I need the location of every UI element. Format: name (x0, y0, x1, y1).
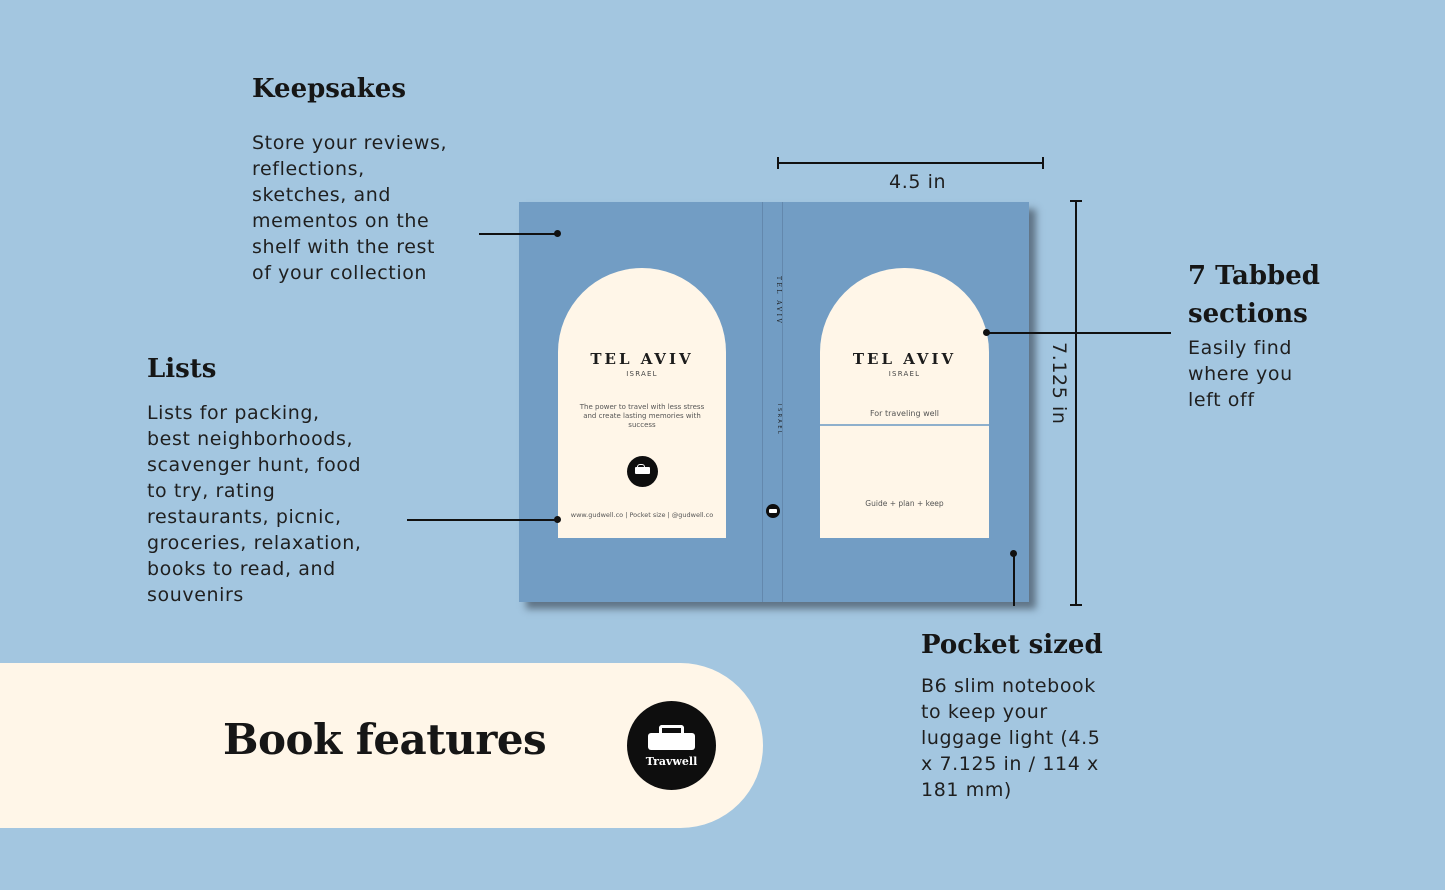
width-dimension-cap-right (1042, 157, 1044, 169)
back-cover-logo-icon (627, 456, 658, 487)
front-cover-divider (820, 424, 989, 426)
keepsakes-leader-dot (554, 230, 561, 237)
lists-line: Lists for packing, (147, 402, 320, 424)
lists-line: restaurants, picnic, (147, 506, 342, 528)
tabbed-leader-dot (983, 329, 990, 336)
back-tagline-line: and create lasting memories with (583, 412, 701, 420)
pocket-leader-dot (1010, 550, 1017, 557)
width-dimension-cap-left (777, 157, 779, 169)
front-cover-subtitle: ISRAEL (888, 370, 921, 378)
keepsakes-line: reflections, (252, 158, 365, 180)
pocket-description: B6 slim notebook to keep your luggage li… (921, 673, 1100, 803)
travwell-logo: Travwell (627, 701, 716, 790)
back-cover-tagline: The power to travel with less stress and… (568, 403, 716, 430)
width-dimension-label: 4.5 in (889, 171, 947, 193)
luggage-icon (648, 733, 695, 750)
lists-line: best neighborhoods, (147, 428, 354, 450)
tabbed-line: left off (1188, 389, 1255, 411)
keepsakes-line: Store your reviews, (252, 132, 448, 154)
front-cover-footer: Guide + plan + keep (865, 499, 944, 508)
pocket-leader-line (1013, 554, 1015, 606)
pocket-line: B6 slim notebook (921, 675, 1096, 697)
height-dimension-cap-bottom (1070, 604, 1082, 606)
pocket-line: 181 mm) (921, 779, 1012, 801)
spine-logo-icon (766, 504, 780, 518)
back-tagline-line: The power to travel with less stress (579, 403, 705, 411)
pocket-line: to keep your (921, 701, 1048, 723)
tabbed-leader-line (987, 332, 1171, 334)
height-dimension-label: 7.125 in (1048, 342, 1070, 425)
front-cover-title: TEL AVIV (852, 350, 957, 368)
spine-title: TEL AVIV (775, 276, 782, 326)
pocket-line: luggage light (4.5 (921, 727, 1101, 749)
keepsakes-line: of your collection (252, 262, 428, 284)
lists-line: groceries, relaxation, (147, 532, 362, 554)
book-spine: TEL AVIV ISRAEL (762, 202, 783, 602)
lists-line: books to read, and (147, 558, 336, 580)
front-cover-tagline: For traveling well (869, 409, 940, 418)
tabbed-heading: 7 Tabbed sections (1188, 257, 1320, 333)
lists-description: Lists for packing, best neighborhoods, s… (147, 400, 362, 608)
book-features-title: Book features (223, 715, 547, 764)
keepsakes-leader-line (479, 233, 558, 235)
keepsakes-line: mementos on the (252, 210, 430, 232)
tabbed-heading-line: 7 Tabbed (1188, 261, 1320, 291)
keepsakes-description: Store your reviews, reflections, sketche… (252, 130, 447, 286)
height-dimension-line (1075, 201, 1077, 606)
lists-line: scavenger hunt, food (147, 454, 362, 476)
lists-leader-dot (554, 516, 561, 523)
back-cover-title: TEL AVIV (590, 350, 694, 368)
pocket-line: x 7.125 in / 114 x (921, 753, 1099, 775)
front-cover-arch: TEL AVIV ISRAEL For traveling well Guide… (820, 268, 989, 538)
keepsakes-line: shelf with the rest (252, 236, 436, 258)
book-features-banner: Book features Travwell (0, 663, 763, 828)
tabbed-heading-line: sections (1188, 299, 1308, 329)
width-dimension-line (778, 162, 1044, 164)
lists-leader-line (407, 519, 558, 521)
back-cover-subtitle: ISRAEL (626, 370, 658, 378)
tabbed-line: Easily find (1188, 337, 1293, 359)
travwell-logo-text: Travwell (645, 755, 698, 768)
pocket-heading: Pocket sized (921, 630, 1103, 660)
keepsakes-line: sketches, and (252, 184, 392, 206)
keepsakes-heading: Keepsakes (252, 74, 406, 104)
lists-line: to try, rating (147, 480, 276, 502)
back-cover-footer: www.gudwell.co | Pocket size | @gudwell.… (570, 511, 714, 519)
back-cover-arch: TEL AVIV ISRAEL The power to travel with… (558, 268, 726, 538)
tabbed-line: where you (1188, 363, 1293, 385)
back-tagline-line: success (628, 421, 656, 429)
lists-line: souvenirs (147, 584, 244, 606)
tabbed-description: Easily find where you left off (1188, 335, 1293, 413)
spine-subtitle: ISRAEL (776, 404, 782, 437)
luggage-handle-icon (659, 725, 684, 733)
height-dimension-cap-top (1070, 200, 1082, 202)
lists-heading: Lists (147, 354, 217, 384)
